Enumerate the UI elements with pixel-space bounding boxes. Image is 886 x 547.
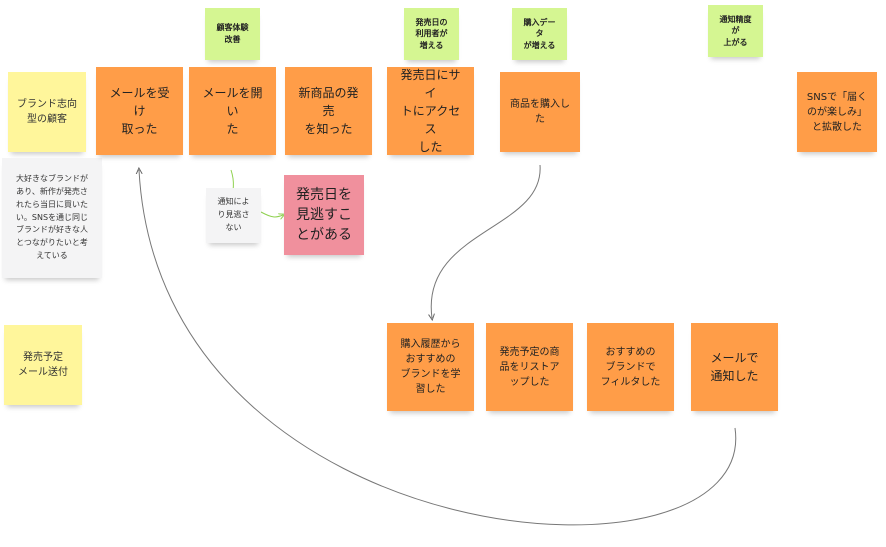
journey-note-accessed-site[interactable]: 発売日にサイ トにアクセス した: [387, 67, 474, 155]
solution-step-filter-brands[interactable]: おすすめの ブランドで フィルタした: [587, 323, 674, 411]
solution-step-learn-brands[interactable]: 購入履歴から おすすめの ブランドを学 習した: [387, 323, 474, 411]
hypothesis-note-purchase-data[interactable]: 購入データ が増える: [512, 8, 567, 60]
connector-notify-to-receive: [139, 170, 737, 526]
journey-note-shared-sns[interactable]: SNSで「届く のが楽しみ」 と拡散した: [797, 72, 877, 152]
solution-step-list-products[interactable]: 発売予定の商 品をリストア ップした: [486, 323, 573, 411]
connector-purchase-to-learning: [431, 164, 541, 318]
journey-note-learned-new-product[interactable]: 新商品の発売 を知った: [285, 67, 372, 155]
pain-cause-note[interactable]: 通知によ り見逃さ ない: [206, 188, 261, 243]
persona-description-note[interactable]: 大好きなブランドが あり、新作が発売さ れたら当日に買いた い。SNSを通じ同じ…: [2, 158, 102, 278]
connector-green-to-issue: [260, 211, 283, 217]
hypothesis-note-launch-day-users[interactable]: 発売日の 利用者が 増える: [404, 8, 459, 60]
journey-note-purchased[interactable]: 商品を購入し た: [500, 72, 580, 152]
pain-issue-note[interactable]: 発売日を 見逃すこ とがある: [284, 175, 364, 255]
journey-note-received-email[interactable]: メールを受け 取った: [96, 67, 183, 155]
solution-note[interactable]: 発売予定 メール送付: [4, 325, 82, 405]
journey-note-opened-email[interactable]: メールを開い た: [189, 67, 276, 155]
hypothesis-note-notification-accuracy[interactable]: 通知精度が 上がる: [708, 5, 763, 57]
persona-note[interactable]: ブランド志向 型の顧客: [8, 72, 86, 152]
hypothesis-note-cx-improvement[interactable]: 顧客体験 改善: [205, 8, 260, 60]
solution-step-notify-email[interactable]: メールで 通知した: [691, 323, 778, 411]
